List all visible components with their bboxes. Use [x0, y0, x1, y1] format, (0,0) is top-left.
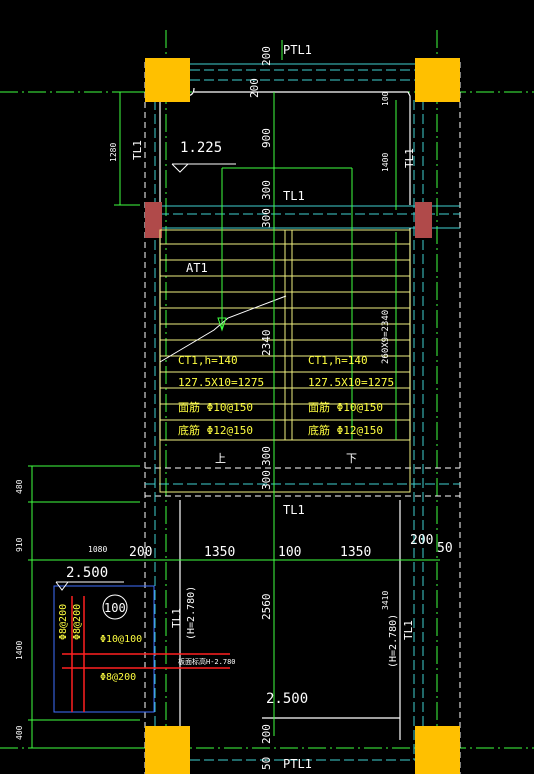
up-label-right: 下: [346, 452, 357, 465]
dim-left-480: 480: [15, 479, 24, 494]
dim-top-200b: 200: [248, 78, 261, 98]
rebar-r2: Φ8@200: [72, 604, 83, 640]
column-bottom-right: [415, 726, 460, 774]
tl1-bottom-left-vertical: TL1: [170, 608, 183, 628]
stair-right-size: 127.5X10=1275: [308, 376, 394, 389]
dim-right-1400: 1400: [381, 153, 390, 172]
ptl1-bottom-label: PTL1: [283, 757, 312, 771]
dim-mid-300b: 300: [260, 470, 273, 490]
columns: [145, 58, 460, 774]
up-label-left: 上: [215, 452, 226, 465]
column-mid-right: [415, 202, 432, 238]
dim-h-200b: 200: [410, 533, 433, 548]
tl1-right-vertical: TL1: [403, 148, 416, 168]
stair-treads: [159, 229, 411, 493]
tl1-bottom-left-h-vertical: (H=2.780): [186, 586, 197, 640]
column-top-left: [145, 58, 190, 102]
column-mid-left: [145, 202, 162, 238]
dim-left-400: 400: [15, 725, 24, 740]
stair-left-name: CT1,h=140: [178, 354, 238, 367]
dim-right-260: 260X9=2340: [381, 310, 391, 364]
dimension-lines: [28, 40, 440, 749]
dim-low-2560: 2560: [260, 594, 273, 621]
stair-left-bottom-bar: 底筋 Φ12@150: [178, 423, 253, 437]
dim-right-3410: 3410: [381, 591, 390, 610]
stair-left-top-bar: 面筋 Φ10@150: [178, 400, 253, 414]
dim-bot-50: 50: [260, 757, 273, 770]
level-marker-upper: [171, 163, 236, 173]
dim-h-1350a: 1350: [204, 545, 235, 560]
dim-mid-2340: 2340: [260, 330, 273, 357]
wall-outline: [144, 62, 461, 774]
rebar-notes: Φ8@200 Φ8@200 Φ10@100 Φ8@200 板面标高H-2.780: [58, 604, 236, 683]
dim-bot-200: 200: [260, 724, 273, 744]
stair-notes-left: CT1,h=140 127.5X10=1275 面筋 Φ10@150 底筋 Φ1…: [178, 354, 264, 437]
detail-box: [53, 581, 230, 713]
level-left-label: 2.500: [66, 565, 108, 581]
tl1-lower-label: TL1: [283, 503, 305, 517]
dim-h-1080: 1080: [88, 545, 107, 554]
dim-top-200: 200: [260, 46, 273, 66]
level-upper-label: 1.225: [180, 140, 222, 156]
balloon-label: 100: [104, 601, 126, 615]
dim-h-1350b: 1350: [340, 545, 371, 560]
level-bottom-label: 2.500: [266, 691, 308, 707]
rebar-note: 板面标高H-2.780: [178, 657, 236, 666]
dim-left-1280: 1280: [109, 143, 118, 162]
beams: [145, 63, 460, 761]
stair-notes-right: CT1,h=140 127.5X10=1275 面筋 Φ10@150 底筋 Φ1…: [308, 354, 394, 437]
dim-left-1400: 1400: [15, 641, 24, 660]
dim-top-300a: 300: [260, 180, 273, 200]
tl1-bottom-right-h-vertical: (H=2.780): [388, 614, 399, 668]
column-bottom-left: [145, 726, 190, 774]
dim-top-900: 900: [260, 128, 273, 148]
rebar-r4: Φ8@200: [100, 672, 136, 683]
tl1-bottom-right-vertical: TL1: [402, 620, 415, 640]
column-top-right: [415, 58, 460, 102]
dim-left-910: 910: [15, 537, 24, 552]
tl1-mid-label: TL1: [283, 189, 305, 203]
stair-right-top-bar: 面筋 Φ10@150: [308, 400, 383, 414]
rebar-r3: Φ10@100: [100, 634, 142, 645]
stair-left-size: 127.5X10=1275: [178, 376, 264, 389]
ptl1-top-label: PTL1: [283, 43, 312, 57]
dim-h-50: 50: [437, 541, 453, 556]
tl1-left-vertical: TL1: [131, 140, 144, 160]
dim-right-100: 100: [381, 91, 390, 106]
break-line: [159, 167, 353, 440]
dim-mid-300a: 300: [260, 446, 273, 466]
dim-h-100: 100: [278, 545, 301, 560]
stair-right-name: CT1,h=140: [308, 354, 368, 367]
dim-top-300b: 300: [260, 208, 273, 228]
stair-right-bottom-bar: 底筋 Φ12@150: [308, 423, 383, 437]
dimension-texts: 200 200 900 300 300 2340 300 300 2560 20…: [15, 46, 453, 770]
dim-h-200a: 200: [129, 545, 152, 560]
rebar-r1: Φ8@200: [58, 604, 69, 640]
text-labels: PTL1 PTL1 TL1 TL1 AT1 1.225 2.500 2.500 …: [66, 43, 416, 771]
at1-label: AT1: [186, 261, 208, 275]
